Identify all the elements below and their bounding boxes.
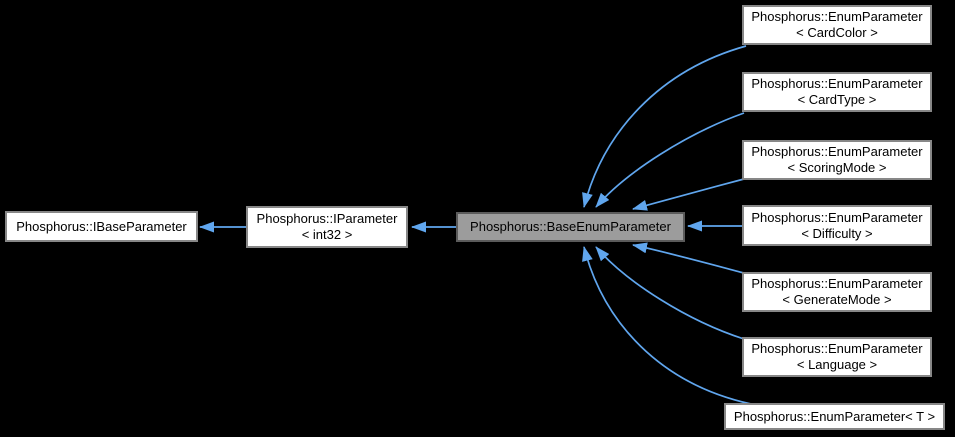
edge-cardtype-to-baseenum <box>595 112 745 208</box>
edge-scoringmode-to-baseenum <box>632 178 745 211</box>
node-enumparameter-cardtype[interactable]: Phosphorus::EnumParameter < CardType > <box>742 72 932 112</box>
edge-generatemode-to-baseenum <box>632 242 745 274</box>
node-enumparameter-generatemode[interactable]: Phosphorus::EnumParameter < GenerateMode… <box>742 272 932 312</box>
edge-language-to-baseenum <box>595 246 745 340</box>
edge-t-to-baseenum <box>582 246 752 405</box>
node-enumparameter-t[interactable]: Phosphorus::EnumParameter< T > <box>724 403 945 430</box>
node-enumparameter-language[interactable]: Phosphorus::EnumParameter < Language > <box>742 337 932 377</box>
edge-cardcolor-to-baseenum <box>582 45 747 208</box>
node-iparameter-int32[interactable]: Phosphorus::IParameter < int32 > <box>246 206 408 248</box>
node-enumparameter-difficulty[interactable]: Phosphorus::EnumParameter < Difficulty > <box>742 205 932 246</box>
node-ibaseparameter[interactable]: Phosphorus::IBaseParameter <box>5 211 198 242</box>
node-enumparameter-cardcolor[interactable]: Phosphorus::EnumParameter < CardColor > <box>742 5 932 45</box>
node-baseenumparameter-current: Phosphorus::BaseEnumParameter <box>456 212 685 242</box>
node-enumparameter-scoringmode[interactable]: Phosphorus::EnumParameter < ScoringMode … <box>742 140 932 180</box>
